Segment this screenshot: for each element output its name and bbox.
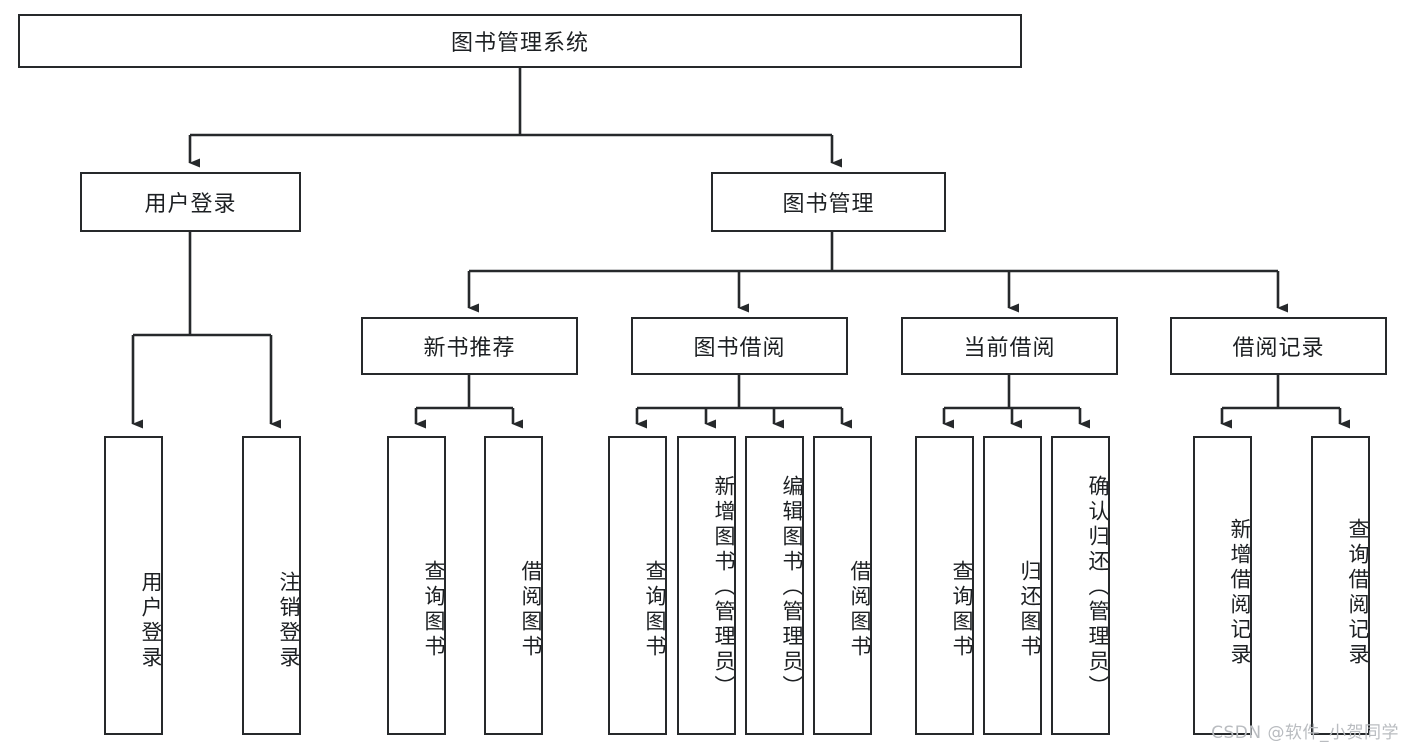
leaf-record-query-record[interactable]: 查询借阅记录 bbox=[1311, 436, 1370, 735]
node-book-management[interactable]: 图书管理 bbox=[711, 172, 946, 232]
node-current-borrow[interactable]: 当前借阅 bbox=[901, 317, 1118, 375]
leaf-user-login-login[interactable]: 用户登录 bbox=[104, 436, 163, 735]
leaf-current-return-book[interactable]: 归还图书 bbox=[983, 436, 1042, 735]
leaf-record-add-record[interactable]: 新增借阅记录 bbox=[1193, 436, 1252, 735]
node-borrow-record[interactable]: 借阅记录 bbox=[1170, 317, 1387, 375]
leaf-borrow-edit-book-admin[interactable]: 编辑图书（管理员） bbox=[745, 436, 804, 735]
node-book-borrow[interactable]: 图书借阅 bbox=[631, 317, 848, 375]
leaf-borrow-add-book-admin[interactable]: 新增图书（管理员） bbox=[677, 436, 736, 735]
leaf-borrow-borrow-book[interactable]: 借阅图书 bbox=[813, 436, 872, 735]
leaf-current-confirm-return-admin[interactable]: 确认归还（管理员） bbox=[1051, 436, 1110, 735]
leaf-borrow-query-book[interactable]: 查询图书 bbox=[608, 436, 667, 735]
csdn-watermark: CSDN @软件_小贺同学 bbox=[1211, 723, 1399, 743]
node-root-system[interactable]: 图书管理系统 bbox=[18, 14, 1022, 68]
leaf-new-book-borrow[interactable]: 借阅图书 bbox=[484, 436, 543, 735]
node-user-login[interactable]: 用户登录 bbox=[80, 172, 301, 232]
leaf-user-login-logout[interactable]: 注销登录 bbox=[242, 436, 301, 735]
node-new-book-recommend[interactable]: 新书推荐 bbox=[361, 317, 578, 375]
leaf-new-book-query[interactable]: 查询图书 bbox=[387, 436, 446, 735]
leaf-current-query-book[interactable]: 查询图书 bbox=[915, 436, 974, 735]
